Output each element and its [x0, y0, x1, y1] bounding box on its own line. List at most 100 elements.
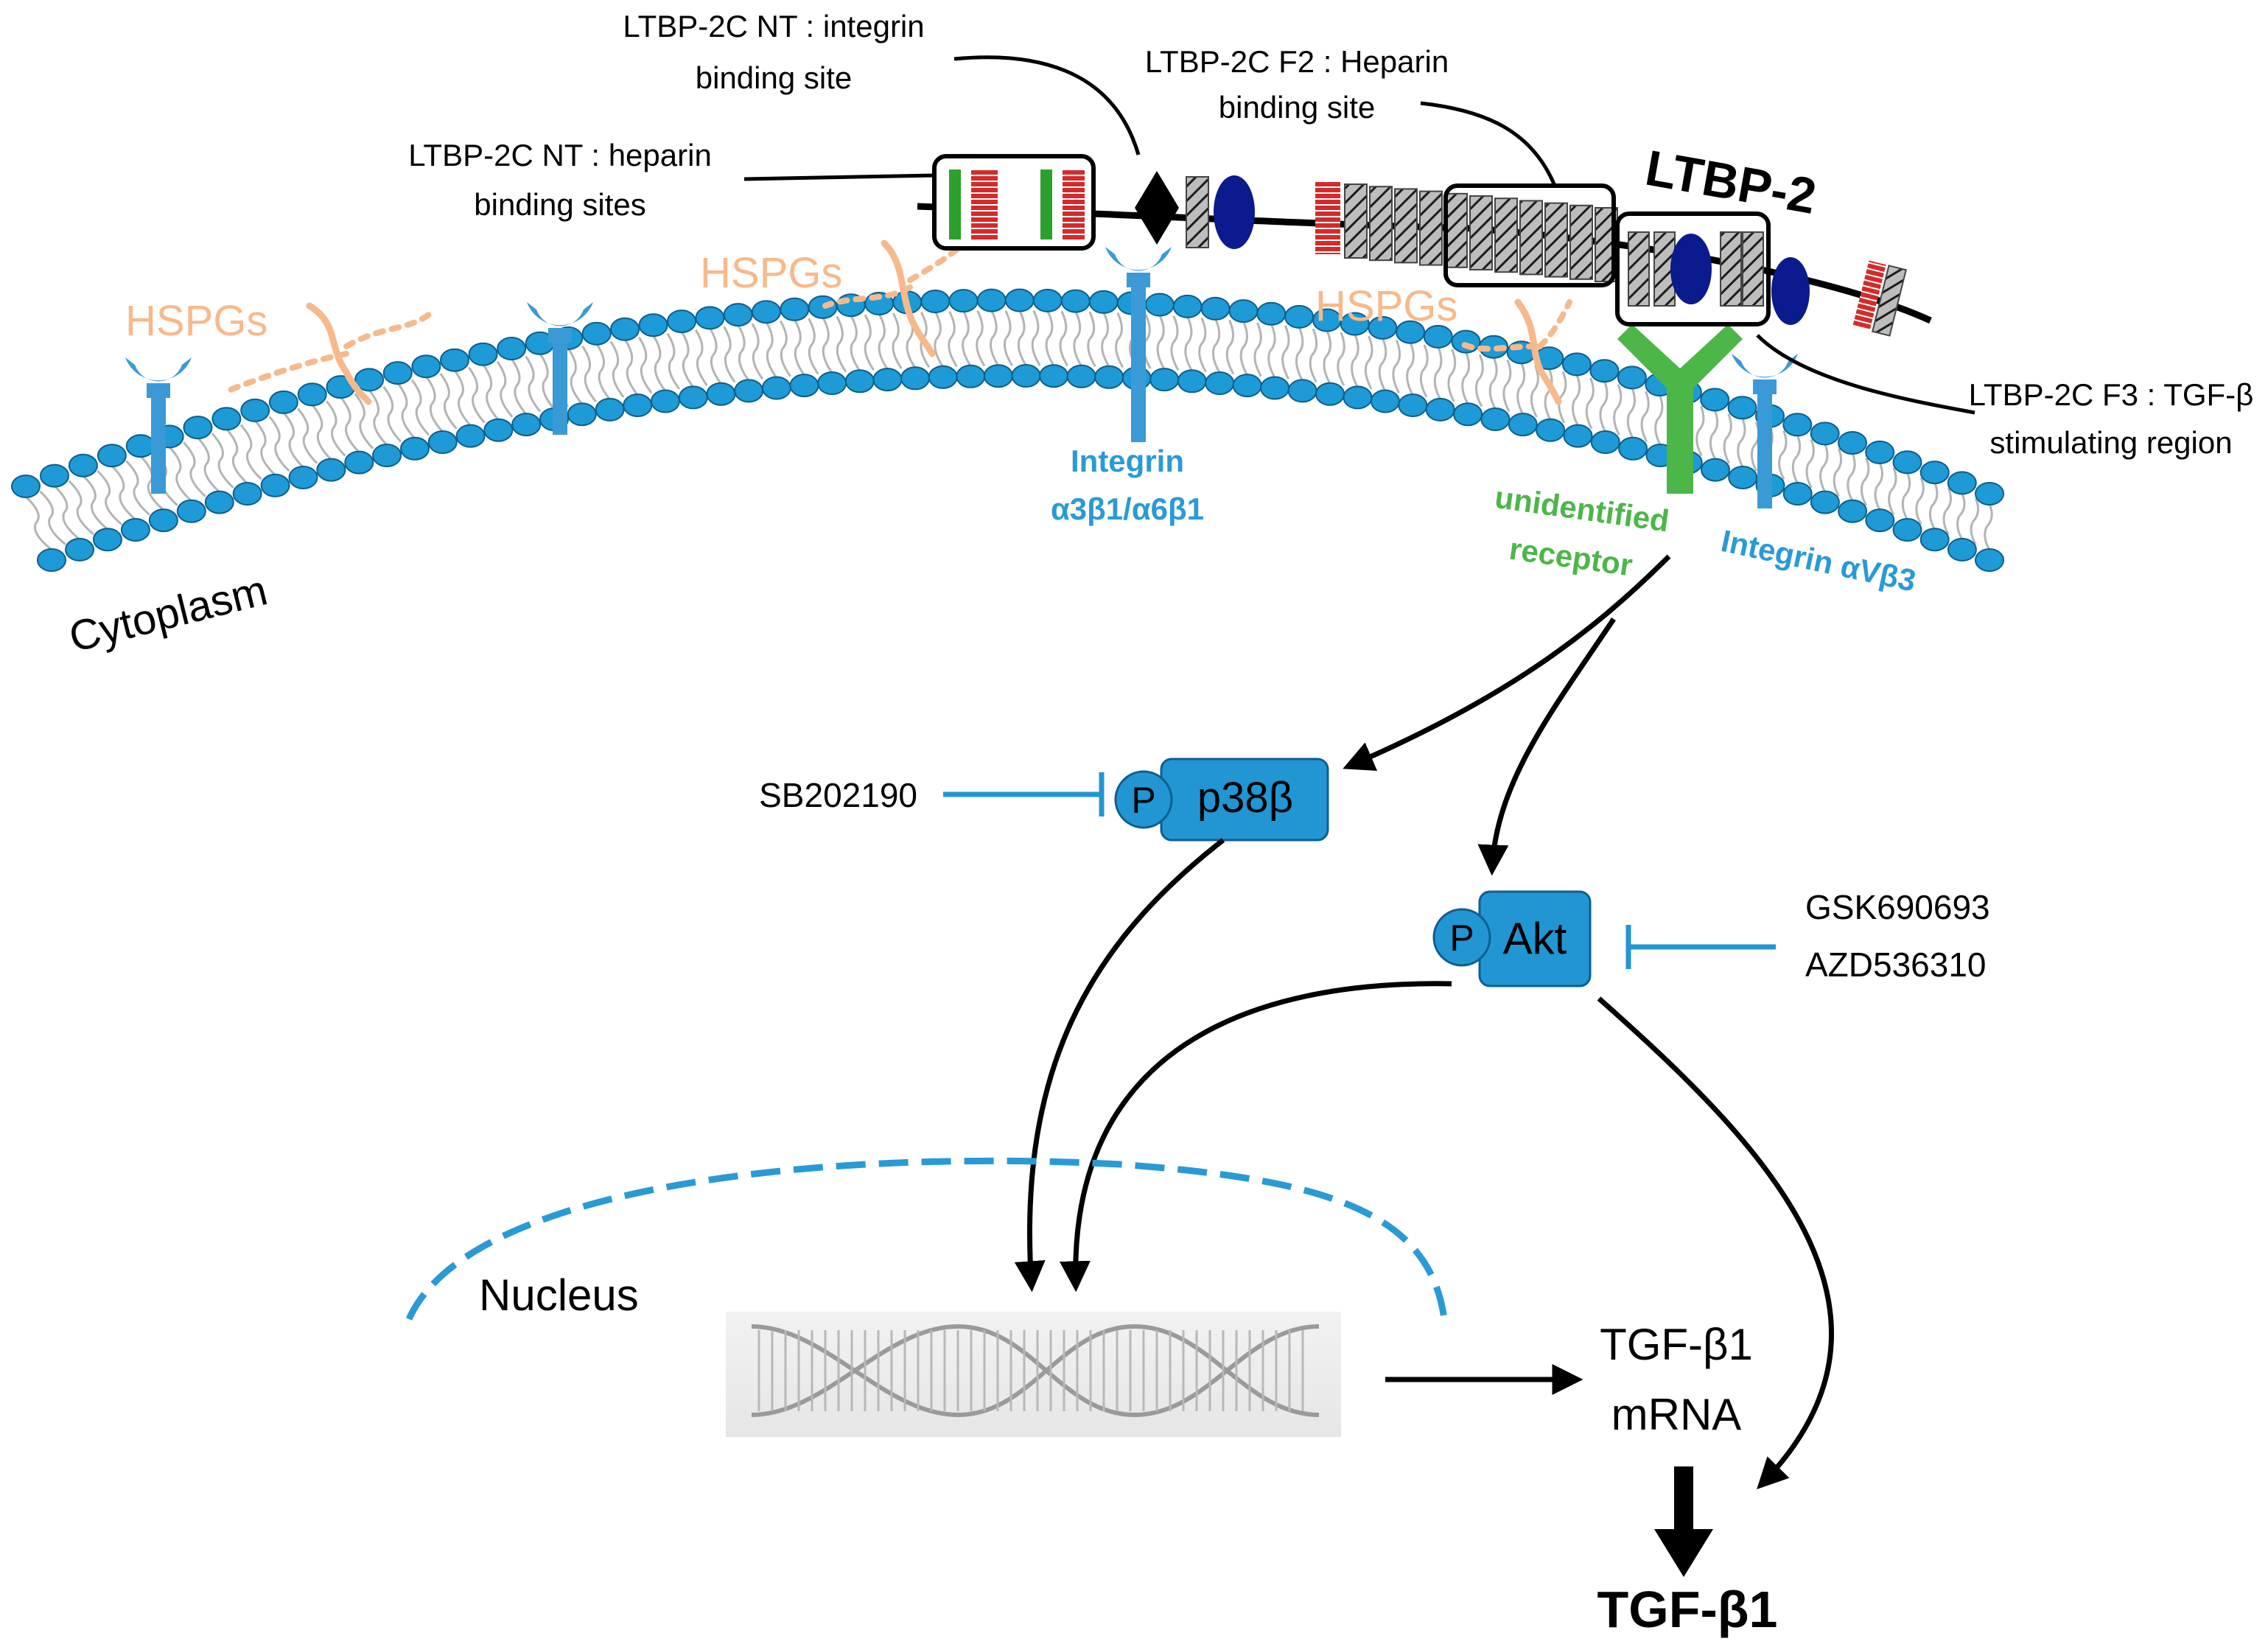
- hspg-2-chain: [822, 284, 913, 309]
- egf-like-domain: [1394, 188, 1418, 264]
- tgf-thick-arrow: [1654, 1466, 1713, 1577]
- membrane-bead: [316, 458, 346, 482]
- membrane-bead: [97, 444, 127, 468]
- integrin-2: [527, 302, 593, 435]
- label-f2-heparin-2: binding site: [1219, 90, 1375, 125]
- membrane-bead: [638, 313, 668, 338]
- unidentified-receptor-shape: [1617, 324, 1743, 494]
- membrane-bead: [1039, 364, 1069, 388]
- signaling-arrows: [1014, 554, 1835, 1490]
- egf-like-domain: [1544, 202, 1568, 278]
- membrane-bead: [1343, 385, 1373, 410]
- membrane-bead: [780, 297, 810, 321]
- label-tgf-b1: TGF-β1: [1597, 1581, 1778, 1638]
- membrane-bead: [497, 337, 527, 360]
- hspg-3-chain: [1456, 340, 1539, 352]
- membrane-bead: [1287, 379, 1317, 403]
- membrane-bead: [1947, 537, 1977, 562]
- membrane-bead: [11, 475, 41, 498]
- membrane-bead: [1810, 422, 1840, 446]
- membrane-bead: [948, 289, 979, 313]
- membrane-bead: [288, 466, 318, 489]
- membrane-bead: [706, 382, 736, 406]
- membrane-bead: [1066, 364, 1096, 388]
- membrane-bead: [354, 368, 385, 392]
- membrane-bead: [976, 288, 1007, 312]
- membrane-bead: [204, 490, 234, 514]
- membrane-bead: [1536, 418, 1566, 442]
- membrane-bead: [1228, 299, 1259, 324]
- membrane-bead: [427, 430, 458, 454]
- membrane-bead: [148, 508, 178, 533]
- label-sb202190: SB202190: [759, 776, 917, 814]
- membrane-bead: [440, 348, 469, 372]
- label-azd536310: AZD536310: [1805, 945, 1987, 984]
- membrane-bead: [1396, 320, 1426, 344]
- membrane-bead: [1451, 329, 1481, 354]
- egf-like-domain: [1742, 231, 1764, 307]
- membrane-bead: [1398, 394, 1428, 417]
- label-integrin-a3b1-1: Integrin: [1071, 444, 1184, 478]
- membrane-bead: [1838, 431, 1867, 455]
- membrane-bead: [68, 453, 98, 478]
- membrane-bead: [1865, 508, 1895, 533]
- membrane-bead: [1838, 499, 1868, 523]
- label-tgf-mrna-1: TGF-β1: [1600, 1320, 1753, 1369]
- akt-kinase: [1432, 890, 1592, 987]
- label-hspgs-1: HSPGs: [125, 297, 267, 345]
- label-f2-heparin-1: LTBP-2C F2 : Heparin: [1145, 44, 1449, 79]
- membrane-bead: [817, 371, 847, 395]
- egf-like-domain: [1419, 190, 1443, 266]
- membrane-bead: [176, 499, 206, 523]
- membrane-bead: [1060, 289, 1091, 313]
- membrane-bead: [1232, 374, 1262, 398]
- label-akt: Akt: [1503, 914, 1567, 963]
- membrane-bead: [382, 361, 413, 385]
- membrane-bead: [920, 290, 951, 313]
- label-nt-heparin-1: LTBP-2C NT : heparin: [408, 138, 712, 172]
- membrane-bead: [1205, 371, 1235, 395]
- integrin-avb3: [1732, 354, 1798, 508]
- membrane-bead: [1094, 365, 1124, 389]
- membrane-bead: [1590, 430, 1620, 454]
- membrane-bead: [1617, 366, 1647, 390]
- membrane-bead: [511, 413, 542, 437]
- membrane-bead: [1727, 396, 1757, 420]
- membrane-bead: [651, 389, 680, 413]
- membrane-bead: [789, 374, 819, 398]
- label-nt-integrin-2: binding site: [696, 60, 852, 95]
- membrane-bead: [1701, 458, 1730, 482]
- egf-like-domain: [1519, 200, 1543, 276]
- membrane-bead: [900, 366, 931, 391]
- membrane-bead: [983, 364, 1013, 388]
- lipid-tails: [24, 310, 1993, 551]
- membrane-bead: [211, 407, 242, 431]
- membrane-bead: [240, 398, 270, 422]
- membrane-bead: [1892, 518, 1922, 542]
- membrane-bead: [1892, 450, 1922, 475]
- label-p38b-phospho: P: [1131, 780, 1155, 821]
- membrane-bead: [120, 518, 150, 542]
- label-nucleus: Nucleus: [479, 1270, 639, 1320]
- membrane-bead: [125, 434, 155, 458]
- f3-box: [1615, 211, 1771, 326]
- navy-domain-1: [1214, 175, 1255, 249]
- label-integrin-avb3: Integrin αVβ3: [1718, 523, 1919, 598]
- membrane-bead: [1177, 369, 1207, 394]
- membrane-bead: [1032, 288, 1063, 312]
- label-nt-integrin-1: LTBP-2C NT : integrin: [623, 9, 924, 43]
- integrin-1: [125, 357, 192, 494]
- label-integrin-a3b1-2: α3β1/α6β1: [1051, 492, 1204, 526]
- membrane-bead: [268, 390, 298, 414]
- membrane-bead: [1782, 482, 1813, 506]
- hspg-3-chain2: [1537, 299, 1572, 349]
- membrane-bead: [1315, 382, 1345, 406]
- cell-membrane: [11, 288, 2004, 572]
- membrane-bead: [1004, 288, 1035, 312]
- membrane-bead: [752, 300, 781, 324]
- membrane-bead: [1453, 402, 1483, 427]
- membrane-bead: [1865, 440, 1895, 464]
- membrane-bead: [411, 354, 441, 379]
- egf-like-domain: [1369, 186, 1393, 262]
